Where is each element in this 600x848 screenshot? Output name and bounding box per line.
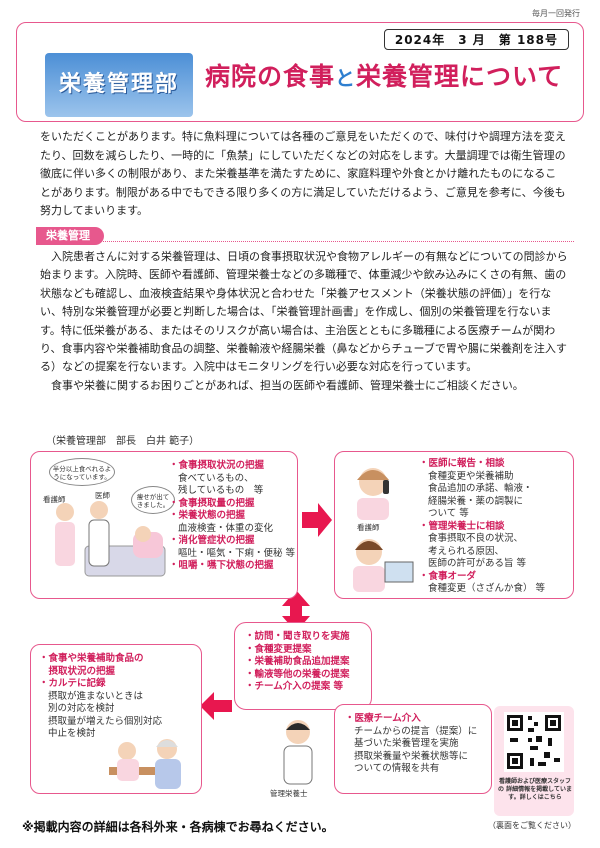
list-item: 基づいた栄養管理を実施 [354, 738, 459, 749]
footer-notice: ※掲載内容の詳細は各科外来・各病棟でお尋ねください。 [22, 820, 334, 834]
title-part-b: 栄養管理について [356, 62, 564, 91]
doctor-caption: 医師 [95, 491, 110, 500]
doctor-nurse-patient-illustration [55, 501, 166, 577]
medical-team-list: ・医療チーム介入 チームからの提言（提案）に 基づいた栄養管理を実施 摂取栄養量… [345, 713, 477, 776]
list-item: ・食事や栄養補助食品の [39, 653, 144, 664]
flow-box-medical-team: ・医療チーム介入 チームからの提言（提案）に 基づいた栄養管理を実施 摂取栄養量… [334, 704, 492, 794]
elderly-meal-illustration [109, 739, 181, 789]
list-item: ・管理栄養士に相談食事摂取不良の状況、考えられる原因、医師の許可がある旨 等 [419, 520, 527, 570]
nurse-record-list: ・食事や栄養補助食品の 摂取状況の把握 ・カルテに記録摂取が進まないときは別の対… [39, 653, 162, 741]
qr-panel: 看護師および医療スタッフの 詳細情報を掲載しています。詳しくはこちら [494, 706, 574, 816]
list-item: 摂取状況の把握 [39, 665, 116, 677]
body-paragraph-1: 入院患者さんに対する栄養管理は、日頃の食事摂取状況や食物アレルギーの有無などにつ… [40, 250, 568, 374]
list-item: ・咀嚼・嚥下状態の把握 [169, 560, 274, 571]
author-line: （栄養管理部 部長 白井 範子） [46, 436, 200, 447]
list-item: 摂取栄養量や栄養状態等に [354, 750, 469, 762]
speech-bubble-doctor: 痩せが出てきました。 [131, 486, 175, 514]
nurse-caption: 看護師 [43, 495, 66, 504]
dietitian-actions-list: ・訪問・聞き取りを実施 ・食種変更提案 ・栄養補助食品追加提案 ・輸液等他の栄養… [245, 631, 350, 694]
section-header: 栄養管理 [36, 224, 574, 245]
department-badge: 栄養管理部 [45, 53, 193, 117]
list-item: ・食事摂取状況の把握食べているもの、残しているもの 等 [169, 460, 265, 496]
title-connector: と [335, 66, 357, 90]
dietitian-actions-bubble: ・訪問・聞き取りを実施 ・食種変更提案 ・栄養補助食品追加提案 ・輸液等他の栄養… [234, 622, 372, 710]
arrow-right-icon [302, 503, 332, 537]
dietitian-illustration [283, 720, 313, 785]
list-item: ・チーム介入の提案 等 [245, 681, 344, 692]
flow-box-nurse-report: 看護師 ・医師に報告・相談食種変更や栄養補助食品追加の承諾、輸液・経腸栄養・薬の… [334, 451, 574, 599]
issue-label: 2024年 3 月 第 188号 [383, 29, 569, 50]
flow-box-nurse-record: ・食事や栄養補助食品の 摂取状況の把握 ・カルテに記録摂取が進まないときは別の対… [30, 644, 202, 794]
nurse-caption-2: 看護師 [357, 523, 380, 532]
page-title: 病院の食事と栄養管理について [205, 57, 563, 93]
list-item: ・食種変更提案 [245, 643, 312, 655]
qr-caption: 看護師および医療スタッフの 詳細情報を掲載しています。詳しくはこちら [498, 778, 572, 801]
list-item: ついての情報を共有 [354, 763, 440, 774]
speech-bubble-nurse: 半分以上食べれるようになっています。 [49, 458, 115, 486]
list-item: ・医療チーム介入 [345, 713, 421, 724]
qr-code-icon[interactable] [504, 712, 564, 772]
list-item: ・食事摂取量の把握 [169, 497, 255, 509]
arrow-updown-icon [282, 590, 310, 632]
nursing-check-list: ・食事摂取状況の把握食べているもの、残しているもの 等 ・食事摂取量の把握 ・栄… [169, 460, 295, 573]
arrow-left-icon [200, 692, 232, 720]
intro-paragraph: をいただくことがあります。特に魚料理については各種のご意見をいただくので、味付け… [40, 130, 566, 217]
section-divider [36, 241, 574, 242]
list-item: チームからの提言（提案）に [354, 725, 478, 737]
section-body: 入院患者さんに対する栄養管理は、日頃の食事摂取状況や食物アレルギーの有無などにつ… [40, 248, 570, 395]
flow-box-nursing-check: 半分以上食べれるようになっています。 痩せが出てきました。 看護師 医師 ・食事… [30, 451, 298, 599]
list-item: ・栄養補助食品追加提案 [245, 656, 350, 667]
title-part-a: 病院の食事 [205, 62, 336, 91]
list-item: ・食事オーダ食種変更（さざんか食） 等 [419, 570, 546, 595]
publication-note: 毎月一回発行 [532, 9, 580, 18]
nurse-phone-illustration [357, 468, 389, 520]
body-paragraph-2: 食事や栄養に関するお困りごとがあれば、担当の医師や看護師、管理栄養士にご相談くだ… [51, 378, 524, 392]
list-item: ・消化管症状の把握嘔吐・嘔気・下痢・便秘 等 [169, 535, 296, 559]
list-item: ・栄養状態の把握血液検査・体重の変化 [169, 510, 274, 534]
list-item: ・訪問・聞き取りを実施 [245, 631, 350, 642]
nurse-computer-illustration [353, 539, 414, 592]
header-panel: 2024年 3 月 第 188号 栄養管理部 病院の食事と栄養管理について [16, 22, 584, 122]
dietitian-caption: 管理栄養士 [270, 789, 308, 798]
list-item: ・輸液等他の栄養の提案 [245, 668, 350, 680]
footer-turn-page: （裏面をご覧ください） [488, 821, 576, 830]
section-title: 栄養管理 [36, 227, 104, 245]
list-item: ・カルテに記録摂取が進まないときは別の対応を検討摂取量が増えたら個別対応中止を検… [39, 678, 163, 739]
nurse-report-list: ・医師に報告・相談食種変更や栄養補助食品追加の承諾、輸液・経腸栄養・薬の調製につ… [419, 458, 545, 596]
list-item: ・医師に報告・相談食種変更や栄養補助食品追加の承諾、輸液・経腸栄養・薬の調製につ… [419, 458, 533, 519]
